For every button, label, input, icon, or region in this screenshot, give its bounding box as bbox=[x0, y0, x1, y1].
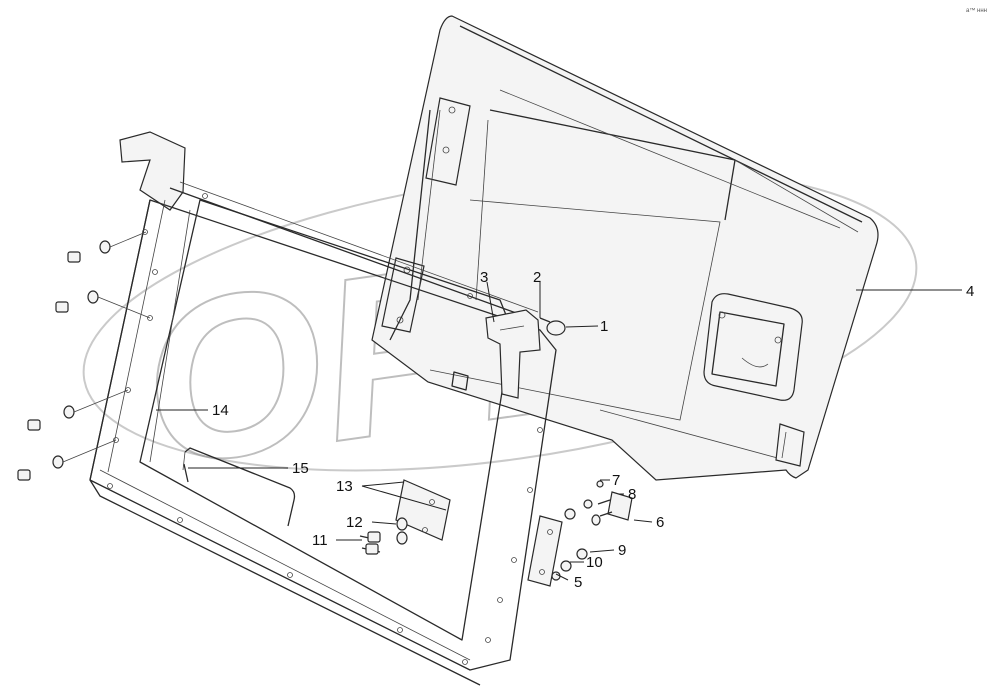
bolts-washers-lower bbox=[359, 517, 408, 555]
hinge-pin-knob bbox=[539, 317, 566, 336]
door-frame bbox=[89, 131, 557, 686]
callout-2: 2 bbox=[533, 269, 541, 286]
leader-lines bbox=[156, 281, 962, 581]
callout-13: 13 bbox=[336, 478, 353, 495]
callout-7: 7 bbox=[612, 472, 620, 489]
mounting-plate bbox=[395, 479, 451, 541]
door-panel bbox=[371, 15, 879, 481]
callout-1: 1 bbox=[600, 318, 608, 335]
callout-3: 3 bbox=[480, 269, 488, 286]
callout-12: 12 bbox=[346, 514, 363, 531]
latch-hardware bbox=[551, 480, 633, 581]
callout-labels: 1 2 3 4 5 6 7 8 9 10 11 12 13 14 15 bbox=[212, 269, 974, 591]
callout-14: 14 bbox=[212, 402, 229, 419]
left-bolts-washers bbox=[17, 231, 151, 481]
corner-mark: а™ ннн bbox=[966, 7, 987, 14]
callout-5: 5 bbox=[574, 574, 582, 591]
callout-11: 11 bbox=[312, 532, 328, 549]
callout-4: 4 bbox=[966, 283, 974, 300]
callout-10: 10 bbox=[586, 554, 603, 571]
latch-bracket bbox=[527, 515, 563, 587]
handle-rod bbox=[182, 447, 296, 527]
callout-8: 8 bbox=[628, 486, 636, 503]
callout-6: 6 bbox=[656, 514, 664, 531]
callout-15: 15 bbox=[292, 460, 309, 477]
callout-9: 9 bbox=[618, 542, 626, 559]
